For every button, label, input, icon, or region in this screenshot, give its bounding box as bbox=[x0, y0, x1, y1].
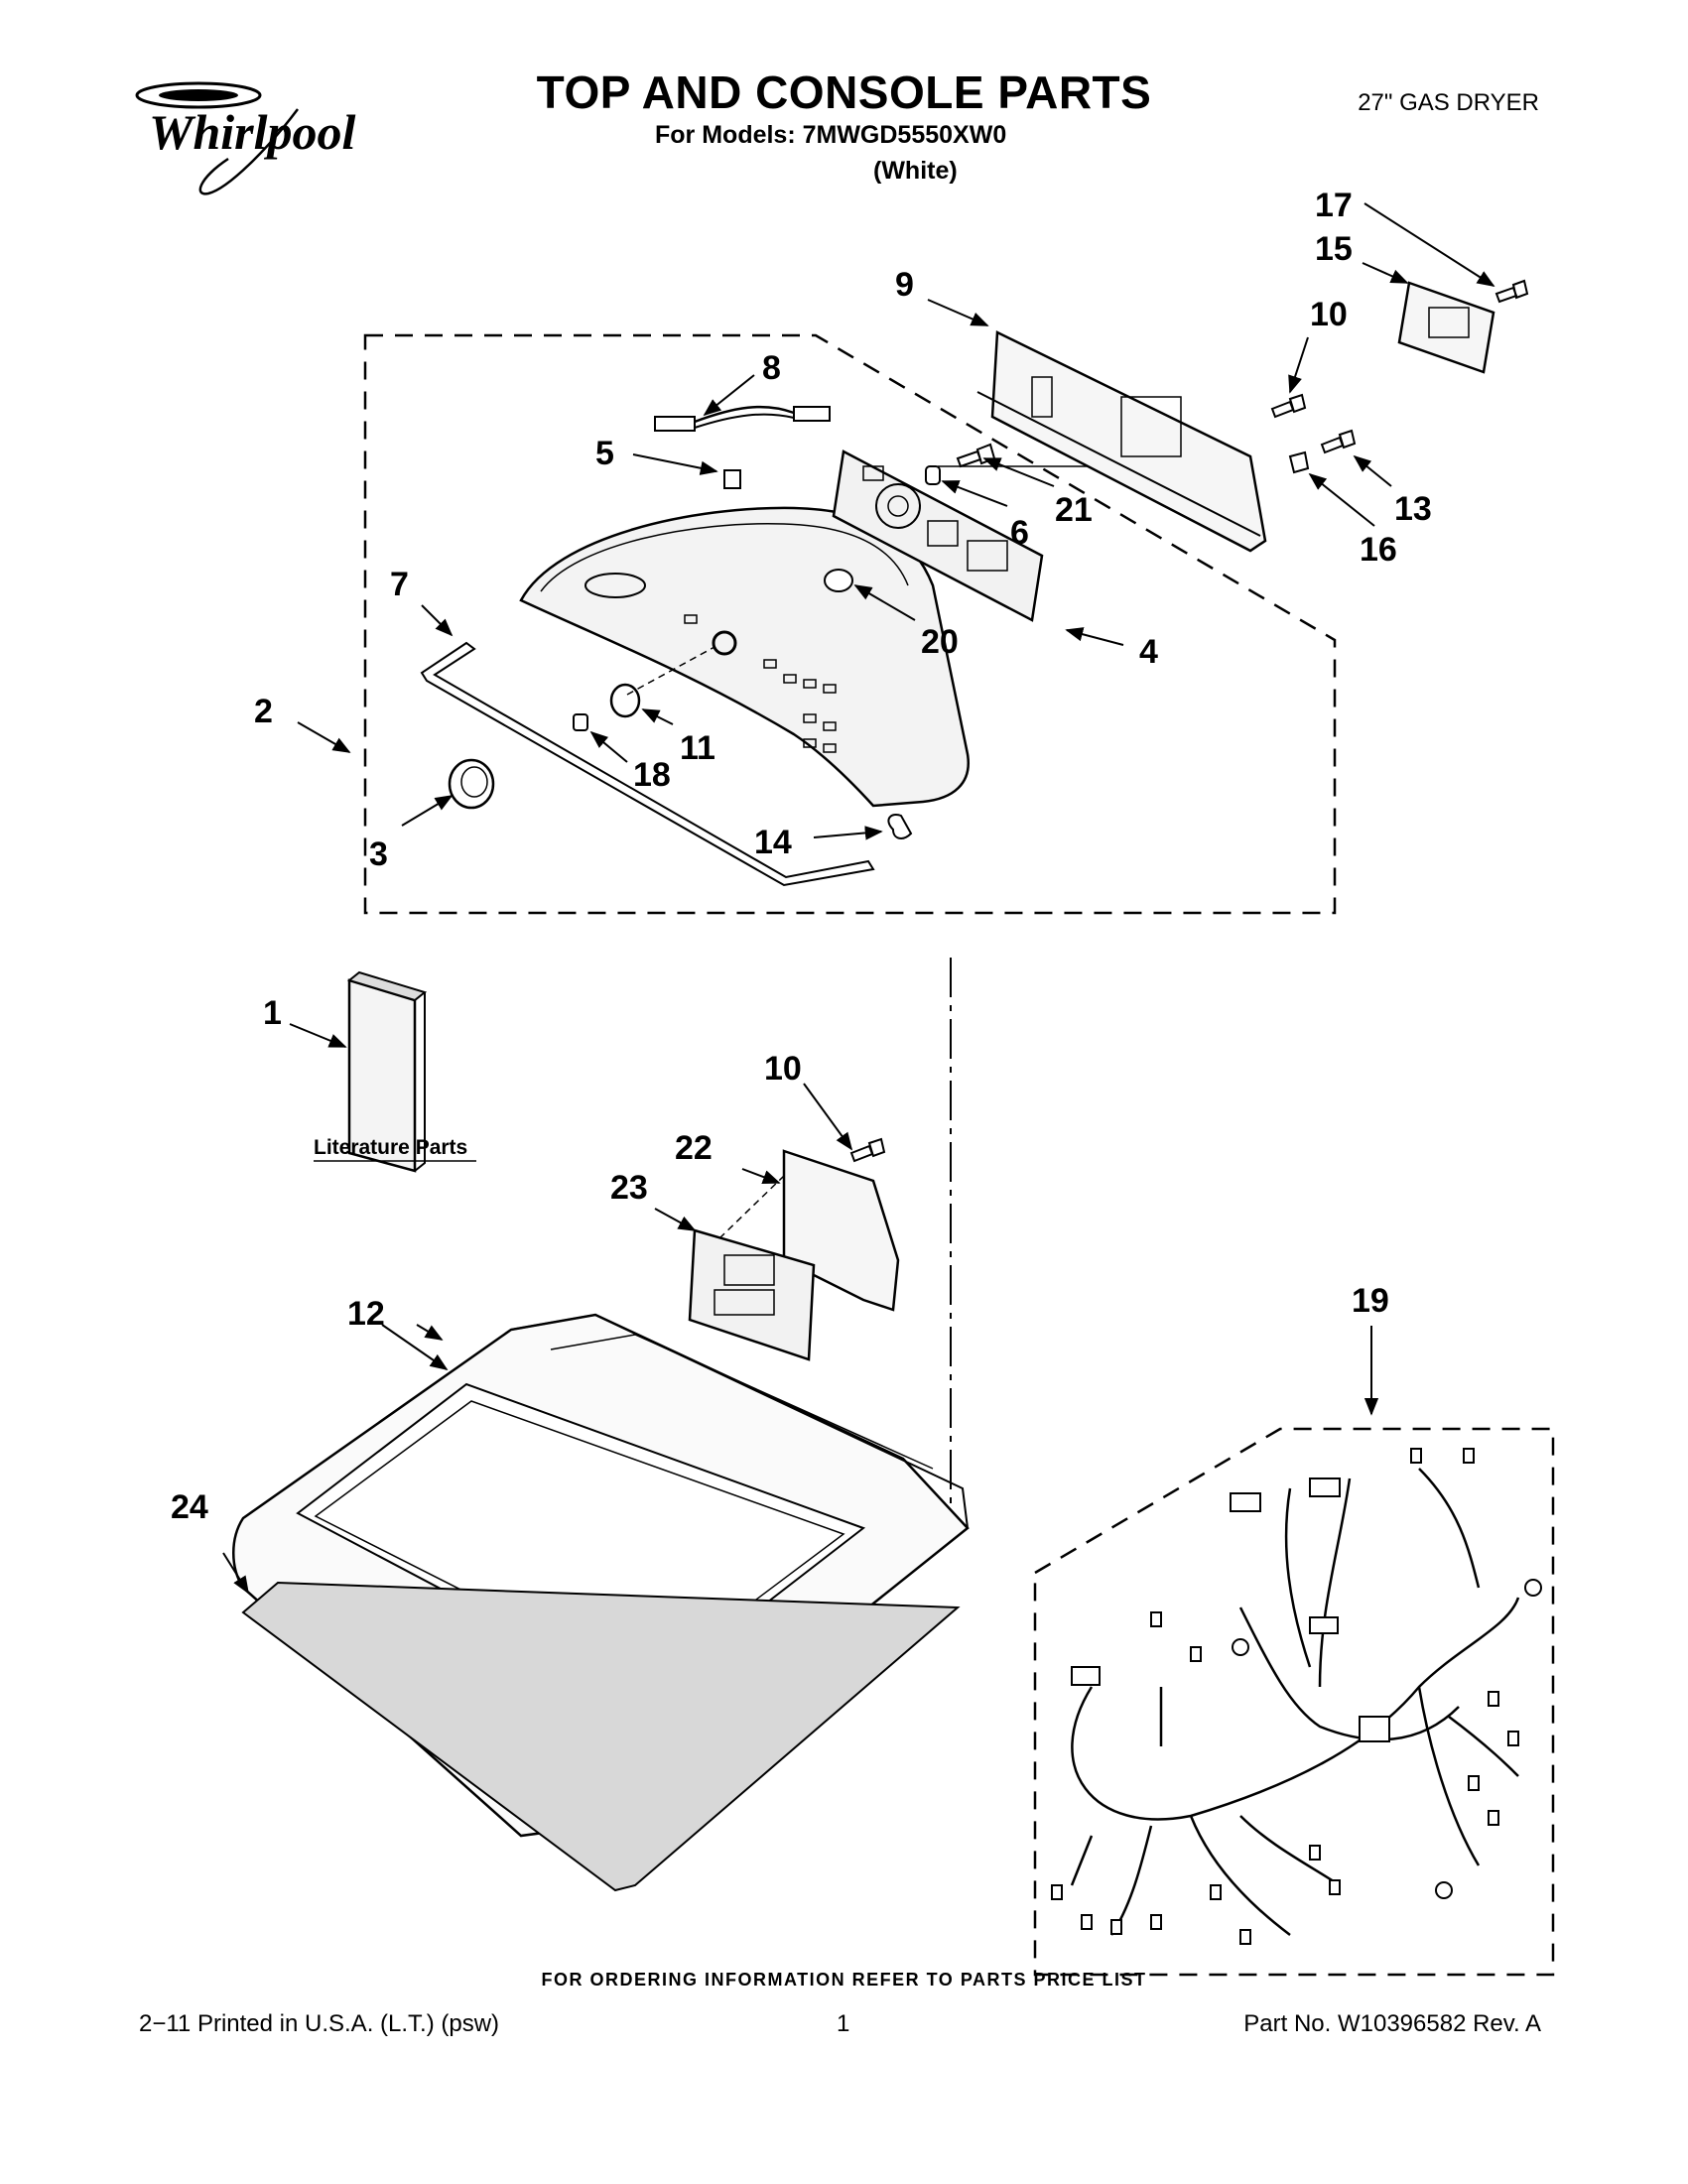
model-line: For Models: 7MWGD5550XW0 bbox=[655, 121, 1007, 149]
spring-part bbox=[925, 465, 941, 485]
switch-clip-part bbox=[573, 713, 588, 731]
callout-8: 8 bbox=[762, 349, 781, 387]
trim-strip-part bbox=[420, 641, 875, 887]
callout-13: 13 bbox=[1394, 490, 1432, 528]
leader-14 bbox=[813, 826, 883, 840]
literature-parts-book bbox=[346, 970, 428, 1173]
retainer-clip-part bbox=[887, 814, 913, 839]
harness-connectors bbox=[1051, 1448, 1542, 1945]
leader-18 bbox=[589, 730, 628, 763]
page-title: TOP AND CONSOLE PARTS bbox=[536, 66, 1152, 118]
electronic-module-part bbox=[688, 1228, 816, 1361]
leader-17 bbox=[1363, 202, 1495, 287]
light-pipe-part bbox=[824, 569, 853, 592]
callout-16: 16 bbox=[1360, 531, 1397, 569]
callout-10-top: 10 bbox=[1310, 296, 1348, 333]
ordering-note: FOR ORDERING INFORMATION REFER TO PARTS … bbox=[541, 1970, 1147, 1990]
screw-part-10b bbox=[849, 1137, 886, 1163]
leader-24 bbox=[222, 1552, 249, 1595]
callout-9: 9 bbox=[895, 266, 914, 304]
control-board-part bbox=[832, 450, 1044, 622]
leader-12-main bbox=[381, 1324, 449, 1371]
callout-22: 22 bbox=[675, 1129, 713, 1167]
screw-part-10a bbox=[1270, 393, 1307, 419]
leader-13 bbox=[1353, 454, 1392, 487]
leader-arrows bbox=[222, 202, 1495, 1595]
insulation-pad-part bbox=[241, 1581, 961, 1892]
callout-5: 5 bbox=[595, 435, 614, 472]
callout-labels: 1 2 3 4 5 6 7 8 9 10 10 11 12 13 14 15 1… bbox=[171, 187, 1432, 1526]
screw-part-21 bbox=[956, 443, 996, 468]
leader-22 bbox=[741, 1168, 781, 1185]
callout-24: 24 bbox=[171, 1488, 208, 1526]
leader-3 bbox=[401, 795, 454, 827]
leader-20 bbox=[853, 584, 916, 621]
knob-part bbox=[448, 758, 495, 810]
callout-2: 2 bbox=[254, 693, 273, 730]
cap-part-16 bbox=[1288, 450, 1310, 474]
callout-19: 19 bbox=[1352, 1282, 1389, 1320]
literature-parts-label: Literature Parts bbox=[314, 1136, 467, 1159]
console-panel-part bbox=[519, 506, 971, 808]
screw-part-17 bbox=[1494, 279, 1529, 304]
whirlpool-logo: Whirlpool bbox=[135, 81, 356, 195]
bracket-part-15 bbox=[1397, 281, 1495, 374]
callout-20: 20 bbox=[921, 623, 959, 661]
callout-21: 21 bbox=[1055, 491, 1093, 529]
leader-1 bbox=[289, 1023, 347, 1048]
callout-7: 7 bbox=[390, 566, 409, 603]
callout-17: 17 bbox=[1315, 187, 1353, 224]
leader-23 bbox=[654, 1208, 697, 1231]
leader-8 bbox=[703, 374, 755, 417]
console-group-outline bbox=[363, 333, 1337, 915]
leader-12 bbox=[416, 1324, 444, 1341]
main-wire-harness-part bbox=[1070, 1468, 1520, 1936]
leader-11 bbox=[641, 708, 674, 725]
callout-6: 6 bbox=[1010, 514, 1029, 552]
callout-4: 4 bbox=[1139, 633, 1158, 671]
callout-3: 3 bbox=[369, 835, 388, 873]
wire-harness-part bbox=[654, 405, 831, 432]
callout-23: 23 bbox=[610, 1169, 648, 1207]
bezel-part bbox=[609, 683, 641, 718]
brand-wordmark: Whirlpool bbox=[149, 104, 356, 160]
leader-10a bbox=[1288, 336, 1309, 394]
callout-1: 1 bbox=[263, 994, 282, 1032]
leader-10b bbox=[803, 1083, 853, 1151]
leader-9 bbox=[927, 299, 989, 326]
callout-11: 11 bbox=[680, 729, 715, 767]
console-rear-cover-part bbox=[976, 330, 1267, 553]
leader-16 bbox=[1308, 472, 1375, 527]
screw-part-13 bbox=[1320, 429, 1357, 454]
product-type: 27" GAS DRYER bbox=[1358, 89, 1539, 116]
leader-2 bbox=[297, 721, 351, 753]
page-number: 1 bbox=[837, 2010, 850, 2037]
leader-4 bbox=[1065, 627, 1124, 646]
leader-15 bbox=[1362, 262, 1409, 284]
callout-14: 14 bbox=[754, 824, 792, 861]
leader-6 bbox=[941, 480, 1008, 507]
leader-5 bbox=[632, 453, 718, 475]
callout-18: 18 bbox=[633, 756, 671, 794]
callout-15: 15 bbox=[1315, 230, 1353, 268]
print-info: 2−11 Printed in U.S.A. (L.T.) (psw) bbox=[139, 2010, 500, 2037]
leader-21 bbox=[982, 457, 1055, 487]
callout-12: 12 bbox=[347, 1295, 385, 1333]
clip-part-5 bbox=[723, 469, 741, 489]
leader-7 bbox=[421, 604, 454, 637]
part-number: Part No. W10396582 Rev. A bbox=[1243, 2010, 1541, 2037]
callout-10-lower: 10 bbox=[764, 1050, 802, 1088]
color-variant: (White) bbox=[873, 157, 958, 185]
